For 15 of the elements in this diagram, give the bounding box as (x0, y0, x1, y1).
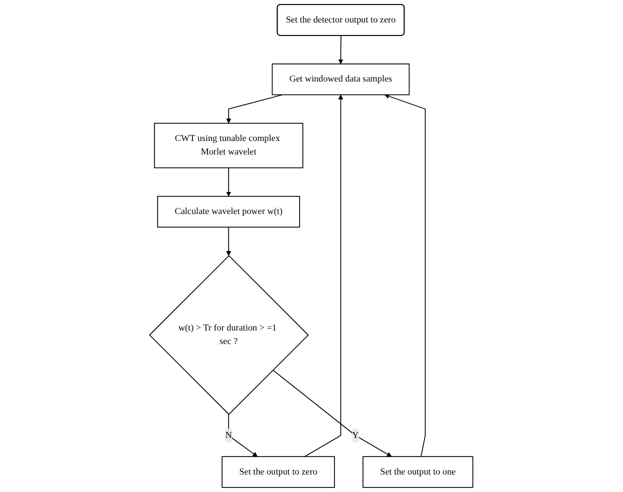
arrow (384, 94, 426, 458)
arrow (272, 370, 392, 457)
edge-label: Y (352, 430, 360, 440)
edge-label: N (226, 430, 232, 440)
arrow (304, 94, 344, 458)
node-box: Set the output to one (362, 456, 474, 488)
node-box: Set the output to zero (222, 456, 336, 488)
arrow (226, 167, 232, 197)
arrow (226, 94, 284, 124)
node-box: CWT using tunable complex Morlet wavelet (154, 122, 304, 168)
arrow (226, 226, 232, 256)
node-box: Calculate wavelet power w(t) (157, 196, 300, 228)
node-box: Get windowed data samples (272, 64, 410, 96)
node-diamond: w(t) > Tr for duration > =1 sec ? (149, 255, 310, 415)
arrow (338, 35, 344, 64)
